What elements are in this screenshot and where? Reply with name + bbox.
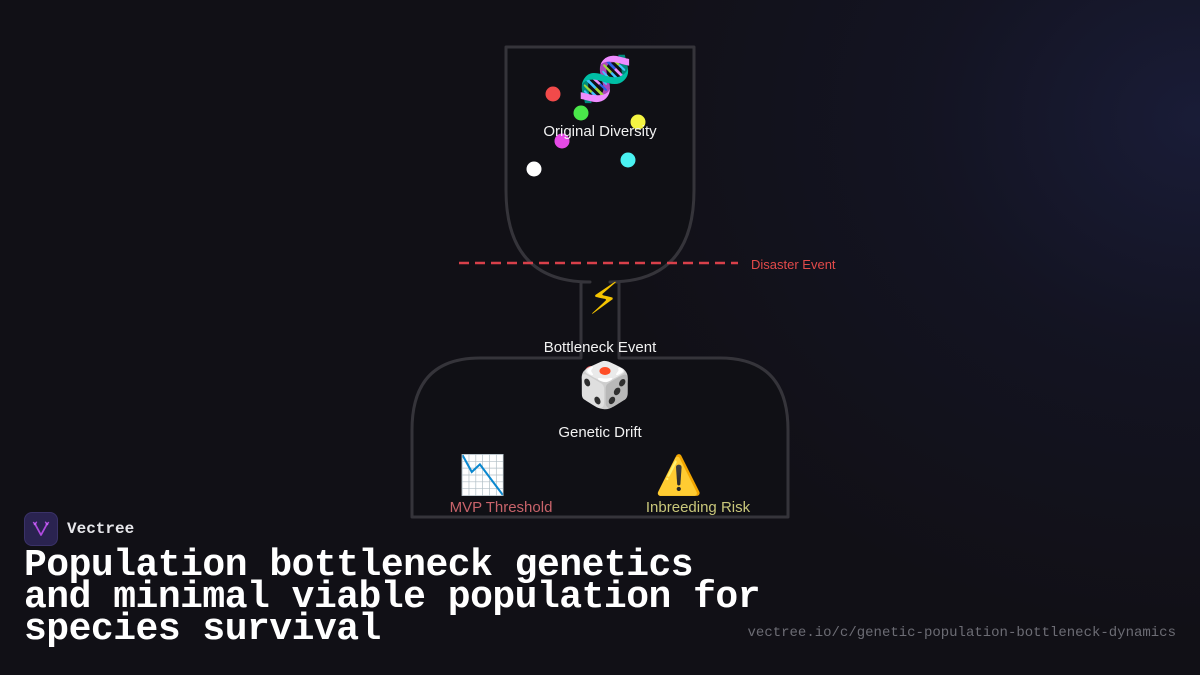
chart-decreasing-icon: 📉 [459,453,507,497]
page-title: Population bottleneck genetics and minim… [24,544,761,651]
brand: Vectree [24,512,134,546]
original-diversity-label: Original Diversity [543,123,657,140]
allele-dot [585,366,597,378]
bottle-outline [410,45,790,519]
source-url: vectree.io/c/genetic-population-bottlene… [747,625,1176,641]
allele-dot [604,375,616,387]
vectree-logo-icon [24,512,58,546]
allele-dot [554,133,570,149]
allele-group-drift [585,366,616,387]
allele-group-top [526,86,646,177]
lightning-icon: ⚡ [588,274,620,325]
inbreeding-risk-label: Inbreeding Risk [645,499,751,516]
dice-icon: 🎲 [577,360,633,411]
allele-dot [620,152,636,168]
allele-dot [630,114,646,130]
allele-dot [526,161,542,177]
allele-dot [573,105,589,121]
dna-icon: 🧬 [577,54,633,105]
allele-dot [545,86,561,102]
warning-icon: ⚠️ [655,453,703,497]
mvp-threshold-label: MVP Threshold [449,499,553,516]
disaster-event-label: Disaster Event [751,257,836,272]
genetic-drift-label: Genetic Drift [558,424,642,441]
brand-name: Vectree [67,520,135,538]
bottleneck-event-label: Bottleneck Event [543,339,657,356]
